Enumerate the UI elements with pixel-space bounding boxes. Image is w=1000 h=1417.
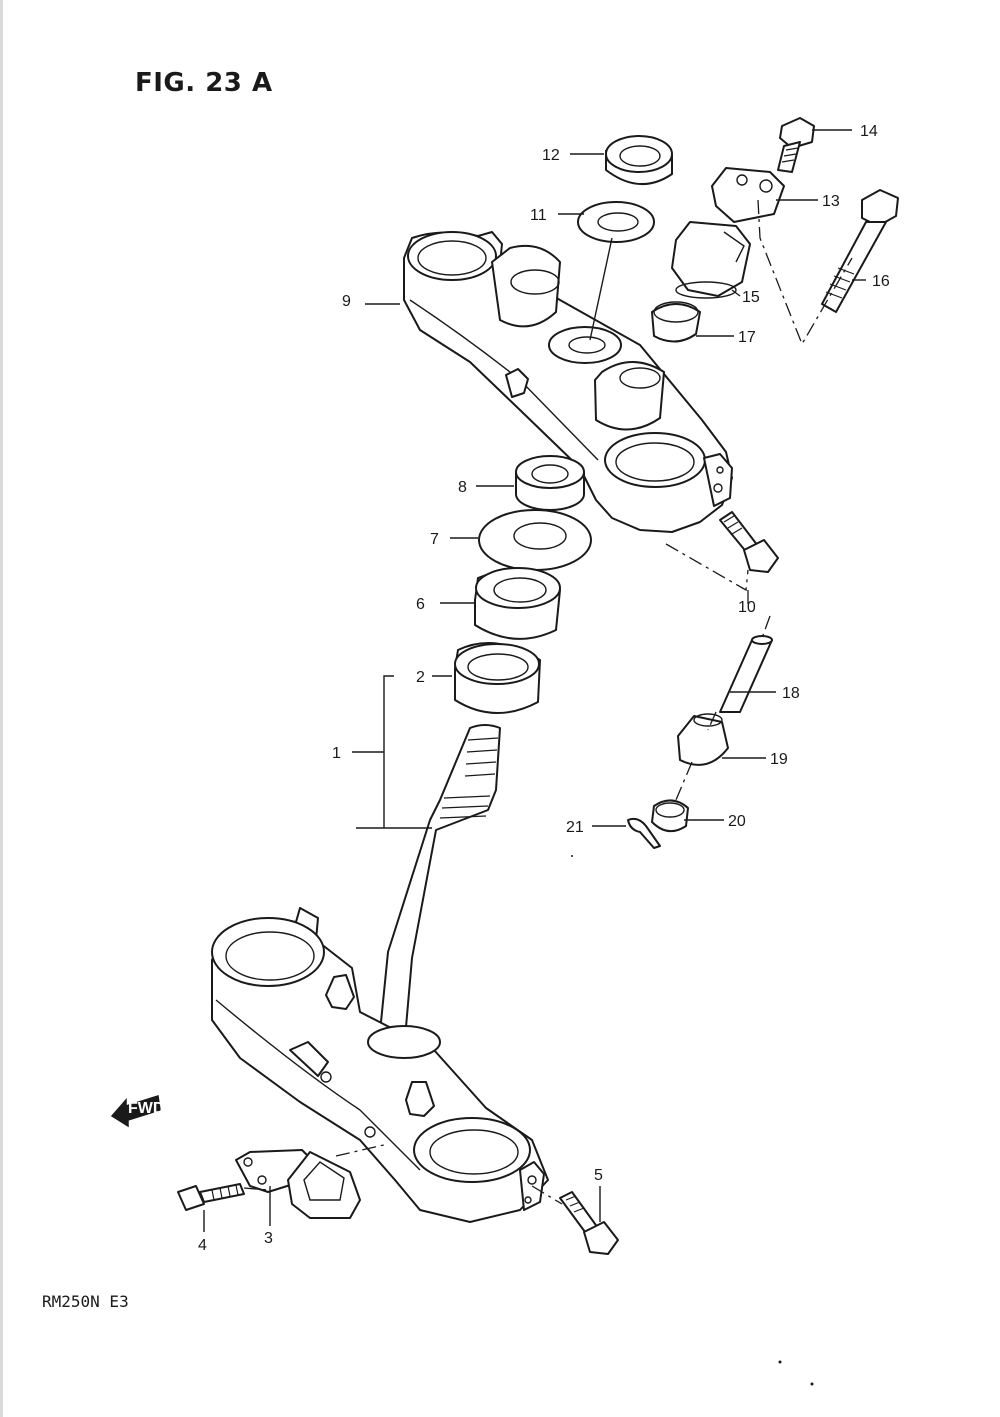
collar-18 <box>719 635 773 713</box>
steering-stem <box>377 724 501 1053</box>
long-bolt-16 <box>821 189 899 313</box>
cushion-17 <box>651 301 701 343</box>
callout-16: 16 <box>872 273 890 290</box>
fwd-label: FWD <box>128 1100 164 1117</box>
cushion-19 <box>677 713 729 766</box>
model-label: RM250N E3 <box>42 1292 129 1311</box>
callout-21: 21 <box>566 819 584 836</box>
callout-10: 10 <box>738 599 756 616</box>
callout-1: 1 <box>332 745 341 762</box>
callout-13: 13 <box>822 193 840 210</box>
handlebar-holder-13 <box>711 167 785 223</box>
callout-2: 2 <box>416 669 425 686</box>
callout-8: 8 <box>458 479 467 496</box>
upper-bracket <box>403 231 733 533</box>
callout-17: 17 <box>738 329 756 346</box>
scan-edge <box>0 0 3 1417</box>
callout-4: 4 <box>198 1237 207 1254</box>
stem-nut <box>515 455 585 511</box>
callout-7: 7 <box>430 531 439 548</box>
clamp-bolt-lower <box>559 1191 619 1255</box>
handlebar-holder-15 <box>671 221 751 299</box>
holder-bolt-14 <box>777 117 815 173</box>
callout-9: 9 <box>342 293 351 310</box>
callout-11: 11 <box>530 207 547 224</box>
leader-lines <box>203 129 866 1232</box>
callout-20: 20 <box>728 813 746 830</box>
clamp-bolt-upper <box>719 511 779 573</box>
callout-19: 19 <box>770 751 788 768</box>
figure-title: FIG. 23 A <box>135 68 273 98</box>
scan-specks <box>571 855 814 1386</box>
fwd-arrow-icon: FWD <box>110 1095 164 1128</box>
guide-bolt <box>177 1183 245 1211</box>
callout-12: 12 <box>542 147 560 164</box>
washer-7 <box>478 509 592 571</box>
callout-5: 5 <box>594 1167 603 1184</box>
washer-11 <box>577 201 655 243</box>
callout-14: 14 <box>860 123 878 140</box>
nut-20 <box>651 799 689 833</box>
callout-18: 18 <box>782 685 800 702</box>
callout-6: 6 <box>416 596 425 613</box>
lower-bracket <box>211 907 549 1223</box>
bearing-6 <box>474 567 561 640</box>
seal-2 <box>454 641 541 714</box>
hose-guide <box>235 1149 361 1219</box>
callout-labels: 1 2 3 4 5 6 7 8 9 10 11 12 13 14 15 16 1… <box>198 123 890 1254</box>
callout-15: 15 <box>742 289 760 306</box>
cotter-pin-21 <box>627 817 661 849</box>
head-nut <box>605 135 673 186</box>
callout-3: 3 <box>264 1230 273 1247</box>
